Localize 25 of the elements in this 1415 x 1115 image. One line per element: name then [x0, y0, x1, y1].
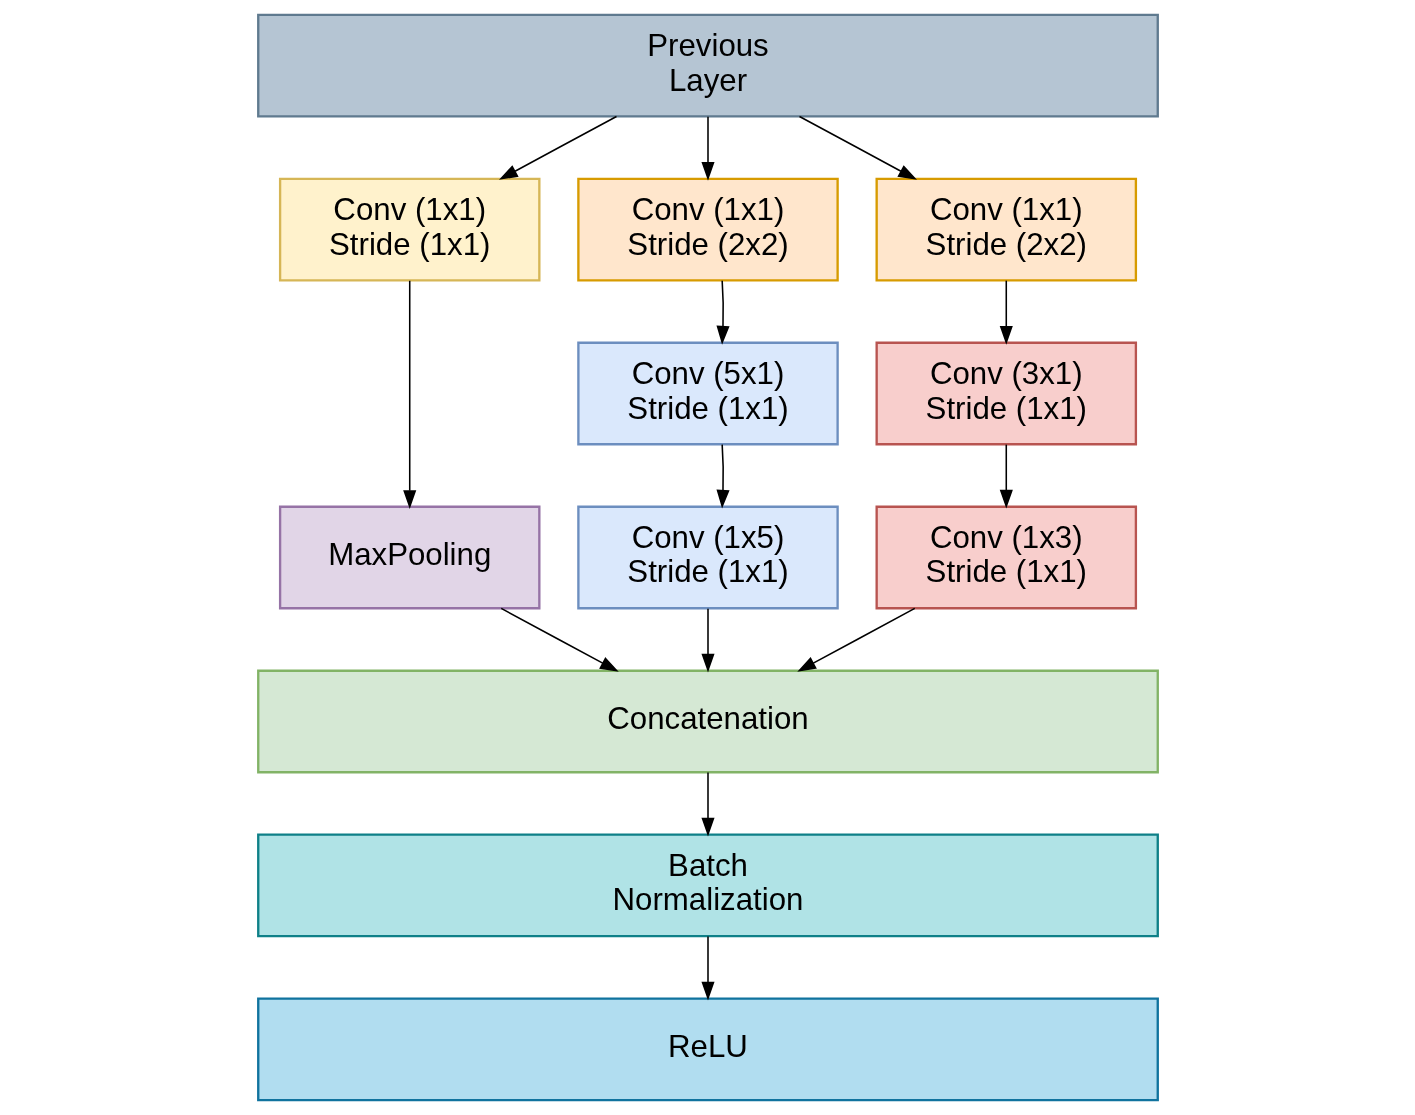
node-box: Conv (1x1) Stride (2x2) — [875, 177, 1137, 282]
arrow — [402, 280, 416, 509]
arrow — [498, 115, 617, 180]
node-box: ReLU — [256, 997, 1159, 1102]
node-box: Conv (1x5) Stride (1x1) — [576, 505, 839, 610]
arrow — [796, 607, 916, 672]
arrow — [700, 935, 715, 1001]
node-box: Conv (1x1) Stride (1x1) — [278, 177, 540, 282]
node-box: Conv (3x1) Stride (1x1) — [875, 341, 1137, 446]
arrow — [999, 443, 1013, 509]
arrow — [798, 115, 917, 180]
arrow — [715, 443, 730, 509]
arrow — [700, 771, 715, 837]
arrow — [999, 279, 1013, 345]
arrow — [700, 607, 715, 673]
arrow — [700, 115, 715, 181]
node-box: Conv (1x3) Stride (1x1) — [875, 505, 1137, 610]
node-box: Conv (1x1) Stride (2x2) — [576, 177, 839, 282]
node-box: Conv (5x1) Stride (1x1) — [576, 341, 839, 446]
arrow — [715, 279, 730, 345]
arrow — [499, 607, 619, 672]
node-box: Previous Layer — [256, 13, 1159, 118]
node-box: MaxPooling — [278, 505, 540, 610]
node-box: Batch Normalization — [256, 833, 1159, 938]
node-box: Concatenation — [256, 669, 1159, 774]
